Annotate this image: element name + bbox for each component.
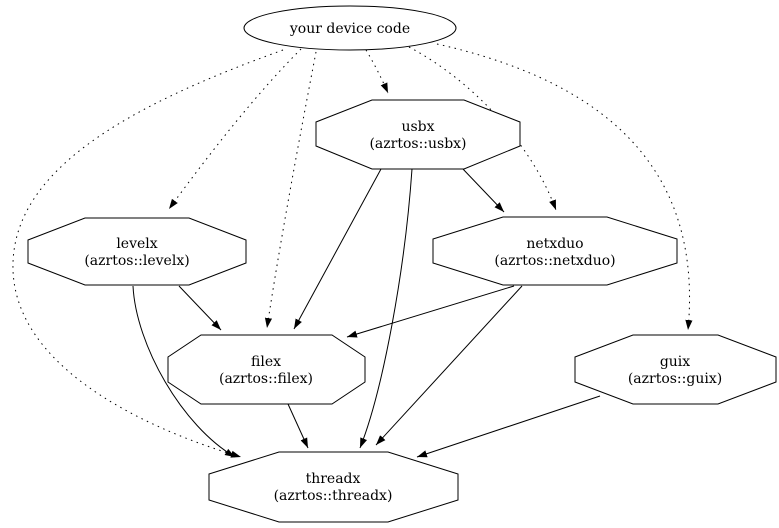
levelx-sublabel: (azrtos::levelx) xyxy=(84,253,189,269)
device-ellipse xyxy=(243,5,457,51)
edge-netxduo-threadx xyxy=(375,285,523,446)
edge-netxduo-filex xyxy=(346,285,515,338)
edge-usbx-netxduo xyxy=(461,167,505,213)
edge-levelx-threadx xyxy=(132,285,236,458)
edge-guix-threadx xyxy=(416,395,601,458)
node-guix: guix (azrtos::guix) xyxy=(574,334,777,405)
edge-usbx-filex xyxy=(293,168,382,330)
edge-device-filex xyxy=(264,51,317,329)
usbx-octagon xyxy=(315,99,521,170)
threadx-octagon xyxy=(208,451,459,523)
edge-filex-threadx xyxy=(287,403,309,449)
filex-octagon xyxy=(167,334,366,405)
node-filex: filex (azrtos::filex) xyxy=(167,334,366,405)
node-device: your device code xyxy=(243,5,457,51)
node-netxduo: netxduo (azrtos::netxduo) xyxy=(432,216,678,286)
edge-usbx-threadx xyxy=(359,168,413,449)
guix-sublabel: (azrtos::guix) xyxy=(628,371,722,387)
edge-levelx-filex xyxy=(178,285,222,331)
guix-octagon xyxy=(574,334,777,405)
filex-label: filex xyxy=(251,354,281,370)
edge-device-usbx xyxy=(365,49,389,94)
node-usbx: usbx (azrtos::usbx) xyxy=(315,99,521,170)
usbx-sublabel: (azrtos::usbx) xyxy=(369,136,466,152)
edge-device-levelx xyxy=(168,48,302,210)
netxduo-label: netxduo xyxy=(526,236,583,252)
levelx-octagon xyxy=(27,217,247,286)
guix-label: guix xyxy=(660,354,690,370)
device-label: your device code xyxy=(289,21,410,37)
threadx-label: threadx xyxy=(306,471,361,487)
filex-sublabel: (azrtos::filex) xyxy=(219,371,313,387)
usbx-label: usbx xyxy=(401,119,434,135)
netxduo-octagon xyxy=(432,216,678,286)
edge-device-guix xyxy=(436,43,693,331)
node-threadx: threadx (azrtos::threadx) xyxy=(208,451,459,523)
node-levelx: levelx (azrtos::levelx) xyxy=(27,217,247,286)
levelx-label: levelx xyxy=(116,236,157,252)
threadx-sublabel: (azrtos::threadx) xyxy=(274,488,393,504)
netxduo-sublabel: (azrtos::netxduo) xyxy=(494,253,615,269)
